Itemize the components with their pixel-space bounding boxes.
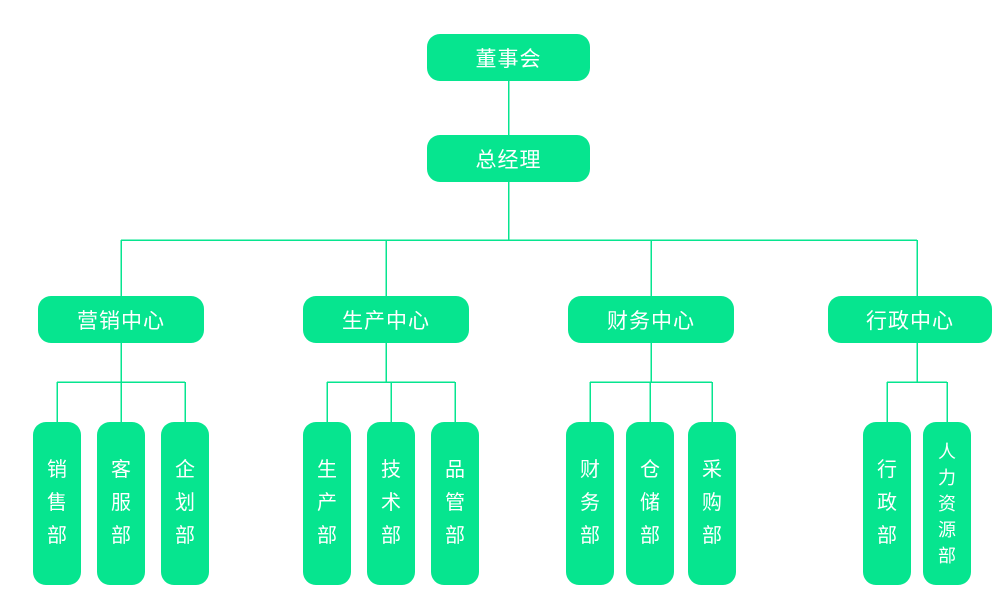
sales-dept-box[interactable]: 销 售 部 bbox=[33, 422, 81, 585]
procurement-dept-box[interactable]: 采 购 部 bbox=[688, 422, 736, 585]
general-manager-box[interactable]: 总经理 bbox=[427, 135, 590, 182]
admin-center-box[interactable]: 行政中心 bbox=[828, 296, 992, 343]
technology-dept-label: 技 术 部 bbox=[381, 459, 401, 547]
admin-dept-label: 行 政 部 bbox=[877, 459, 897, 547]
technology-dept-box[interactable]: 技 术 部 bbox=[367, 422, 415, 585]
general-manager-label: 总经理 bbox=[475, 148, 542, 172]
quality-control-dept-box[interactable]: 品 管 部 bbox=[431, 422, 479, 585]
customer-service-dept-label: 客 服 部 bbox=[111, 459, 131, 547]
hr-dept-label: 人 力 资 源 部 bbox=[938, 441, 956, 566]
procurement-dept-label: 采 购 部 bbox=[702, 459, 722, 547]
hr-dept-box[interactable]: 人 力 资 源 部 bbox=[923, 422, 971, 585]
quality-control-dept-label: 品 管 部 bbox=[445, 459, 465, 547]
finance-dept-label: 财 务 部 bbox=[580, 459, 600, 547]
board-box[interactable]: 董事会 bbox=[427, 34, 590, 81]
finance-center-label: 财务中心 bbox=[607, 309, 695, 333]
customer-service-dept-box[interactable]: 客 服 部 bbox=[97, 422, 145, 585]
warehouse-dept-label: 仓 储 部 bbox=[640, 459, 660, 547]
admin-dept-box[interactable]: 行 政 部 bbox=[863, 422, 911, 585]
sales-dept-label: 销 售 部 bbox=[47, 459, 67, 547]
production-center-box[interactable]: 生产中心 bbox=[303, 296, 469, 343]
admin-center-label: 行政中心 bbox=[866, 309, 954, 333]
planning-dept-box[interactable]: 企 划 部 bbox=[161, 422, 209, 585]
warehouse-dept-box[interactable]: 仓 储 部 bbox=[626, 422, 674, 585]
planning-dept-label: 企 划 部 bbox=[175, 459, 195, 547]
marketing-center-box[interactable]: 营销中心 bbox=[38, 296, 204, 343]
marketing-center-label: 营销中心 bbox=[77, 309, 165, 333]
finance-dept-box[interactable]: 财 务 部 bbox=[566, 422, 614, 585]
finance-center-box[interactable]: 财务中心 bbox=[568, 296, 734, 343]
production-center-label: 生产中心 bbox=[342, 309, 430, 333]
production-dept-label: 生 产 部 bbox=[317, 459, 337, 547]
production-dept-box[interactable]: 生 产 部 bbox=[303, 422, 351, 585]
board-label: 董事会 bbox=[475, 47, 542, 71]
